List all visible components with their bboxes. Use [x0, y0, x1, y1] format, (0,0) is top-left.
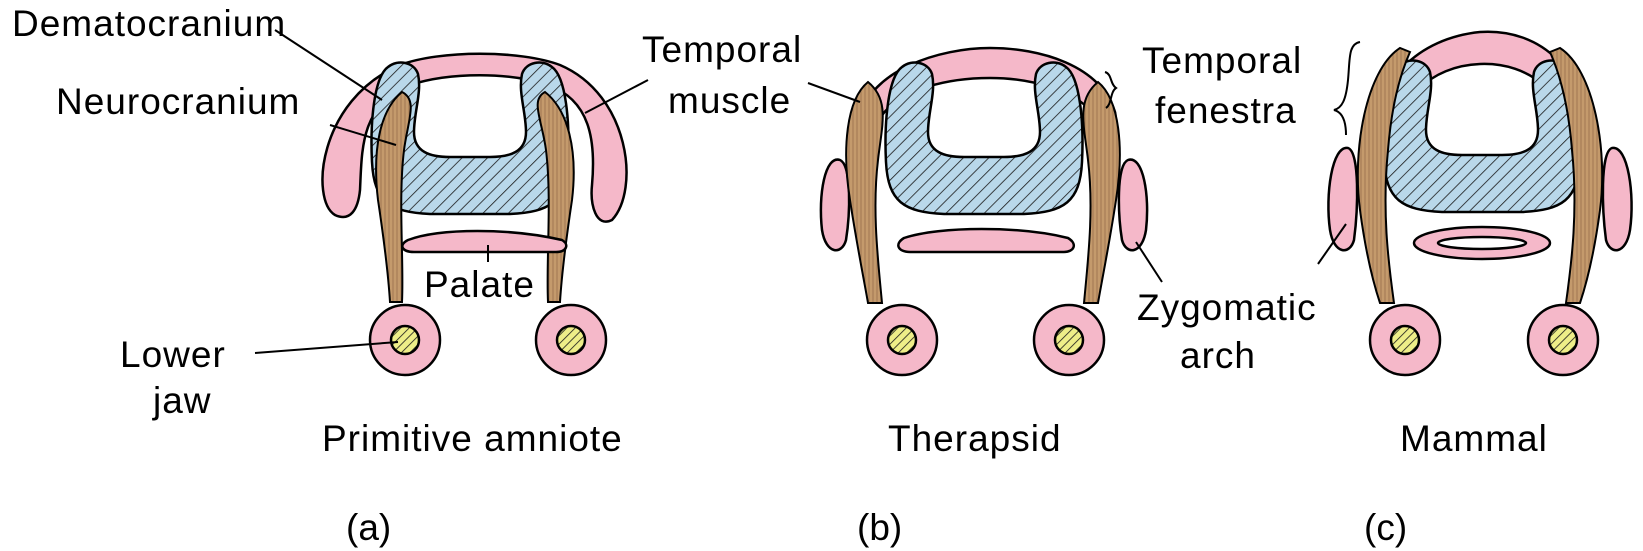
panel-letter-b: (b)	[857, 507, 902, 548]
label-lower-jaw-line2: jaw	[152, 380, 212, 421]
neurocranium-shape-b	[886, 63, 1083, 214]
caption-panel-a: Primitive amniote	[322, 418, 623, 459]
panel-c-mammal	[1318, 32, 1632, 375]
temporal-muscle-right-b	[1083, 82, 1120, 303]
label-lower-jaw-line1: Lower	[120, 334, 226, 375]
temporal-muscle-left-b	[846, 82, 883, 303]
label-temporal-muscle-line2: muscle	[668, 80, 791, 121]
panel-letter-c: (c)	[1364, 507, 1407, 548]
label-temporal-muscle-line1: Temporal	[642, 29, 802, 70]
brace-temporal-fenestra-c	[1334, 42, 1360, 135]
panel-a-primitive-amniote	[255, 30, 648, 375]
palate-hole-c	[1438, 237, 1526, 249]
lower-jaw-left-c	[1370, 305, 1440, 375]
lower-jaw-right-c	[1528, 305, 1598, 375]
zygomatic-right-b	[1119, 160, 1147, 251]
palate-shape	[402, 231, 566, 252]
lower-jaw-right-b	[1034, 305, 1104, 375]
panel-letter-a: (a)	[346, 507, 391, 548]
label-dermatocranium: Dematocranium	[12, 3, 286, 44]
leader-zygomatic-arch	[1136, 242, 1162, 282]
label-palate: Palate	[424, 264, 535, 305]
neurocranium-shape-c	[1384, 61, 1581, 212]
label-zygomatic-arch-line2: arch	[1180, 335, 1256, 376]
caption-panel-c: Mammal	[1400, 418, 1548, 459]
label-temporal-fenestra-line1: Temporal	[1142, 40, 1302, 81]
lower-jaw-left	[370, 305, 440, 375]
panel-b-therapsid	[808, 48, 1162, 375]
label-temporal-fenestra-line2: fenestra	[1155, 90, 1297, 131]
caption-panel-b: Therapsid	[888, 418, 1062, 459]
zygomatic-right-c	[1603, 148, 1632, 250]
zygomatic-left-b	[821, 160, 849, 251]
palate-shape-b	[898, 229, 1073, 252]
zygomatic-left-c	[1328, 148, 1357, 250]
lower-jaw-left-b	[867, 305, 937, 375]
label-zygomatic-arch-line1: Zygomatic	[1137, 287, 1317, 328]
label-neurocranium: Neurocranium	[56, 81, 300, 122]
leader-temporal-muscle-b	[808, 83, 860, 102]
lower-jaw-right	[536, 305, 606, 375]
